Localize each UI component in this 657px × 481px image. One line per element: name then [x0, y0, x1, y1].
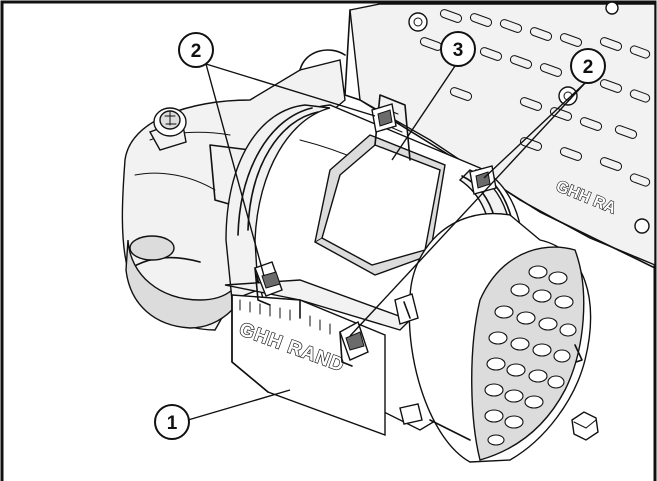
- clamp-latch-left: [254, 261, 283, 306]
- clamp-latch-right-bottom: [394, 293, 419, 325]
- callout-2-right: 2: [570, 48, 606, 84]
- hex-nut: [571, 411, 599, 441]
- callout-leaders: [187, 63, 587, 421]
- clamp-latch-bottom: [339, 320, 369, 367]
- callout-3: 3: [440, 31, 476, 67]
- callout-1: 1: [154, 404, 190, 440]
- clamp-latch-top: [371, 103, 397, 133]
- front-cap: [408, 212, 592, 463]
- callout-2-left: 2: [178, 32, 214, 68]
- restriction-indicator: [148, 107, 187, 151]
- callout-label: 2: [191, 41, 202, 62]
- callout-label: 1: [167, 413, 178, 434]
- callout-label: 3: [453, 40, 464, 61]
- access-cover: [314, 94, 446, 276]
- clamp-latch-lower-right: [399, 403, 471, 441]
- callout-label: 2: [583, 57, 594, 78]
